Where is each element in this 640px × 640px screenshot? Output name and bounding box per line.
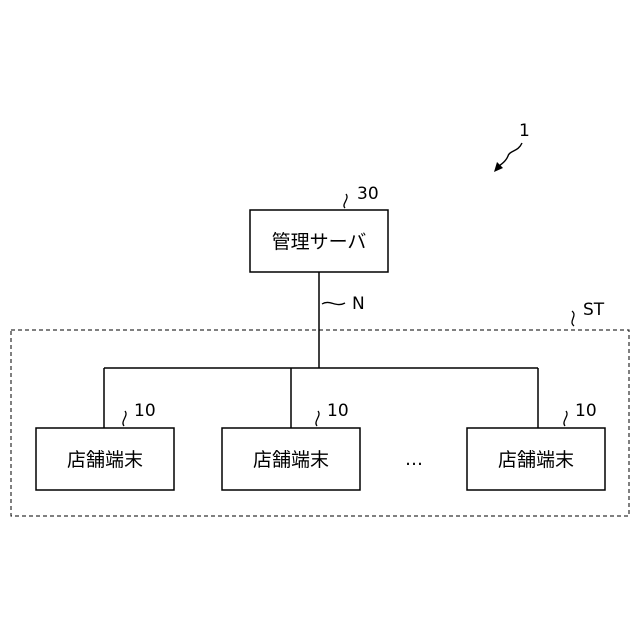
terminal-ref-leader [123,411,126,426]
ellipsis-indicator: … [405,449,423,470]
terminal-ref-leader [316,411,319,426]
store-terminal-node: 店舗端末 [36,428,174,490]
store-group-ref-label: ST [583,300,605,320]
management-server-node: 管理サーバ [250,210,388,272]
system-ref-label: 1 [519,121,530,141]
system-ref-leader [496,143,522,168]
terminal-ref-leader [564,411,567,426]
store-group-ref-leader [572,311,574,326]
network-ref-leader [322,302,345,304]
server-ref-leader [344,194,347,208]
terminal-label: 店舗端末 [253,449,329,471]
terminal-ref-label: 10 [327,401,349,421]
network-ref-label: N [352,294,365,314]
terminal-ref-label: 10 [134,401,156,421]
server-label: 管理サーバ [272,231,367,253]
terminal-label: 店舗端末 [498,449,574,471]
terminal-ref-label: 10 [575,401,597,421]
server-ref-label: 30 [357,184,379,204]
store-terminal-node: 店舗端末 [222,428,360,490]
store-terminal-node: 店舗端末 [467,428,605,490]
terminal-label: 店舗端末 [67,449,143,471]
